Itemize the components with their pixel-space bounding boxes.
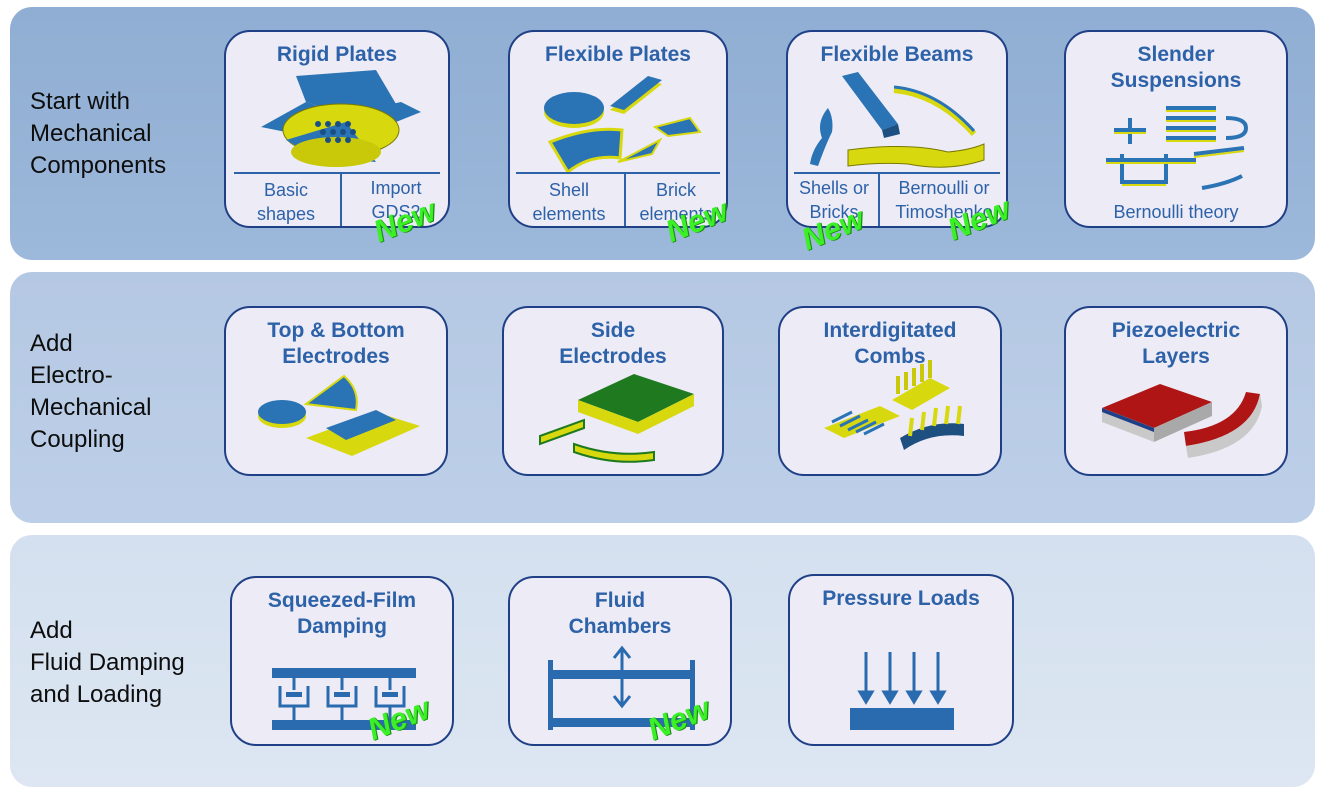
- flexible-beams-illustration: [810, 72, 985, 168]
- subtype-shell-elements: Shell elements: [532, 180, 606, 224]
- card-title: Interdigitated Combs: [823, 319, 957, 368]
- squeezed-film-damping-illustration: [272, 668, 416, 730]
- card-pressure-loads[interactable]: Pressure Loads: [788, 574, 1014, 746]
- card-title: Side Electrodes: [559, 319, 667, 368]
- rigid-plates-illustration: [261, 70, 421, 167]
- row-label-mechanical: Start with Mechanical Components: [30, 88, 167, 179]
- card-title: Flexible Plates: [545, 43, 691, 66]
- caption-bernoulli-theory: Bernoulli theory: [1113, 202, 1239, 222]
- card-side-electrodes[interactable]: Side Electrodes: [502, 306, 724, 476]
- divider: [878, 172, 880, 226]
- card-interdigitated-combs[interactable]: Interdigitated Combs: [778, 306, 1002, 476]
- card-title: Top & Bottom Electrodes: [267, 319, 405, 368]
- divider: [794, 172, 1000, 174]
- card-title: Piezoelectric Layers: [1111, 319, 1241, 368]
- piezoelectric-layers-illustration: [1102, 384, 1262, 458]
- card-title: Flexible Beams: [820, 43, 974, 66]
- interdigitated-combs-illustration: [824, 360, 964, 450]
- card-squeezed-film-damping[interactable]: Squeezed-Film Damping: [230, 576, 454, 746]
- divider: [234, 172, 440, 174]
- subtype-basic-shapes: Basic shapes: [256, 180, 316, 224]
- card-title: Squeezed-Film Damping: [267, 589, 417, 638]
- card-rigid-plates[interactable]: Rigid Plates Basic shapes Import GDS2: [224, 30, 450, 228]
- row-label-electromechanical: Add Electro- Mechanical Coupling: [30, 330, 152, 453]
- card-title: Slender Suspensions: [1110, 43, 1242, 92]
- slender-suspensions-illustration: [1106, 106, 1249, 190]
- card-piezoelectric-layers[interactable]: Piezoelectric Layers: [1064, 306, 1288, 476]
- subtype-shells-or-bricks: Shells or Bricks: [798, 178, 870, 222]
- card-title: Pressure Loads: [822, 587, 980, 610]
- card-top-bottom-electrodes[interactable]: Top & Bottom Electrodes: [224, 306, 448, 476]
- subtype-brick-elements: Brick elements: [639, 180, 713, 224]
- flexible-plates-illustration: [544, 76, 702, 175]
- fluid-chambers-illustration: [548, 645, 695, 730]
- card-flexible-beams[interactable]: Flexible Beams Shells or Bricks Bernoull…: [786, 30, 1008, 228]
- pressure-loads-illustration: [850, 652, 954, 730]
- divider: [516, 172, 720, 174]
- top-bottom-electrodes-illustration: [258, 374, 420, 456]
- side-electrodes-illustration: [539, 374, 694, 463]
- card-slender-suspensions[interactable]: Slender Suspensions Bernoulli theory: [1064, 30, 1288, 228]
- card-flexible-plates[interactable]: Flexible Plates Shell elements Brick ele…: [508, 30, 728, 228]
- card-fluid-chambers[interactable]: Fluid Chambers: [508, 576, 732, 746]
- subtype-bernoulli-or-timoshenko: Bernoulli or Timoshenko: [895, 178, 993, 222]
- card-title: Rigid Plates: [276, 43, 398, 66]
- divider: [624, 172, 626, 226]
- subtype-import-gds2: Import GDS2: [370, 178, 422, 222]
- row-label-fluid: Add Fluid Damping and Loading: [30, 617, 185, 708]
- card-title: Fluid Chambers: [568, 589, 672, 638]
- divider: [340, 172, 342, 226]
